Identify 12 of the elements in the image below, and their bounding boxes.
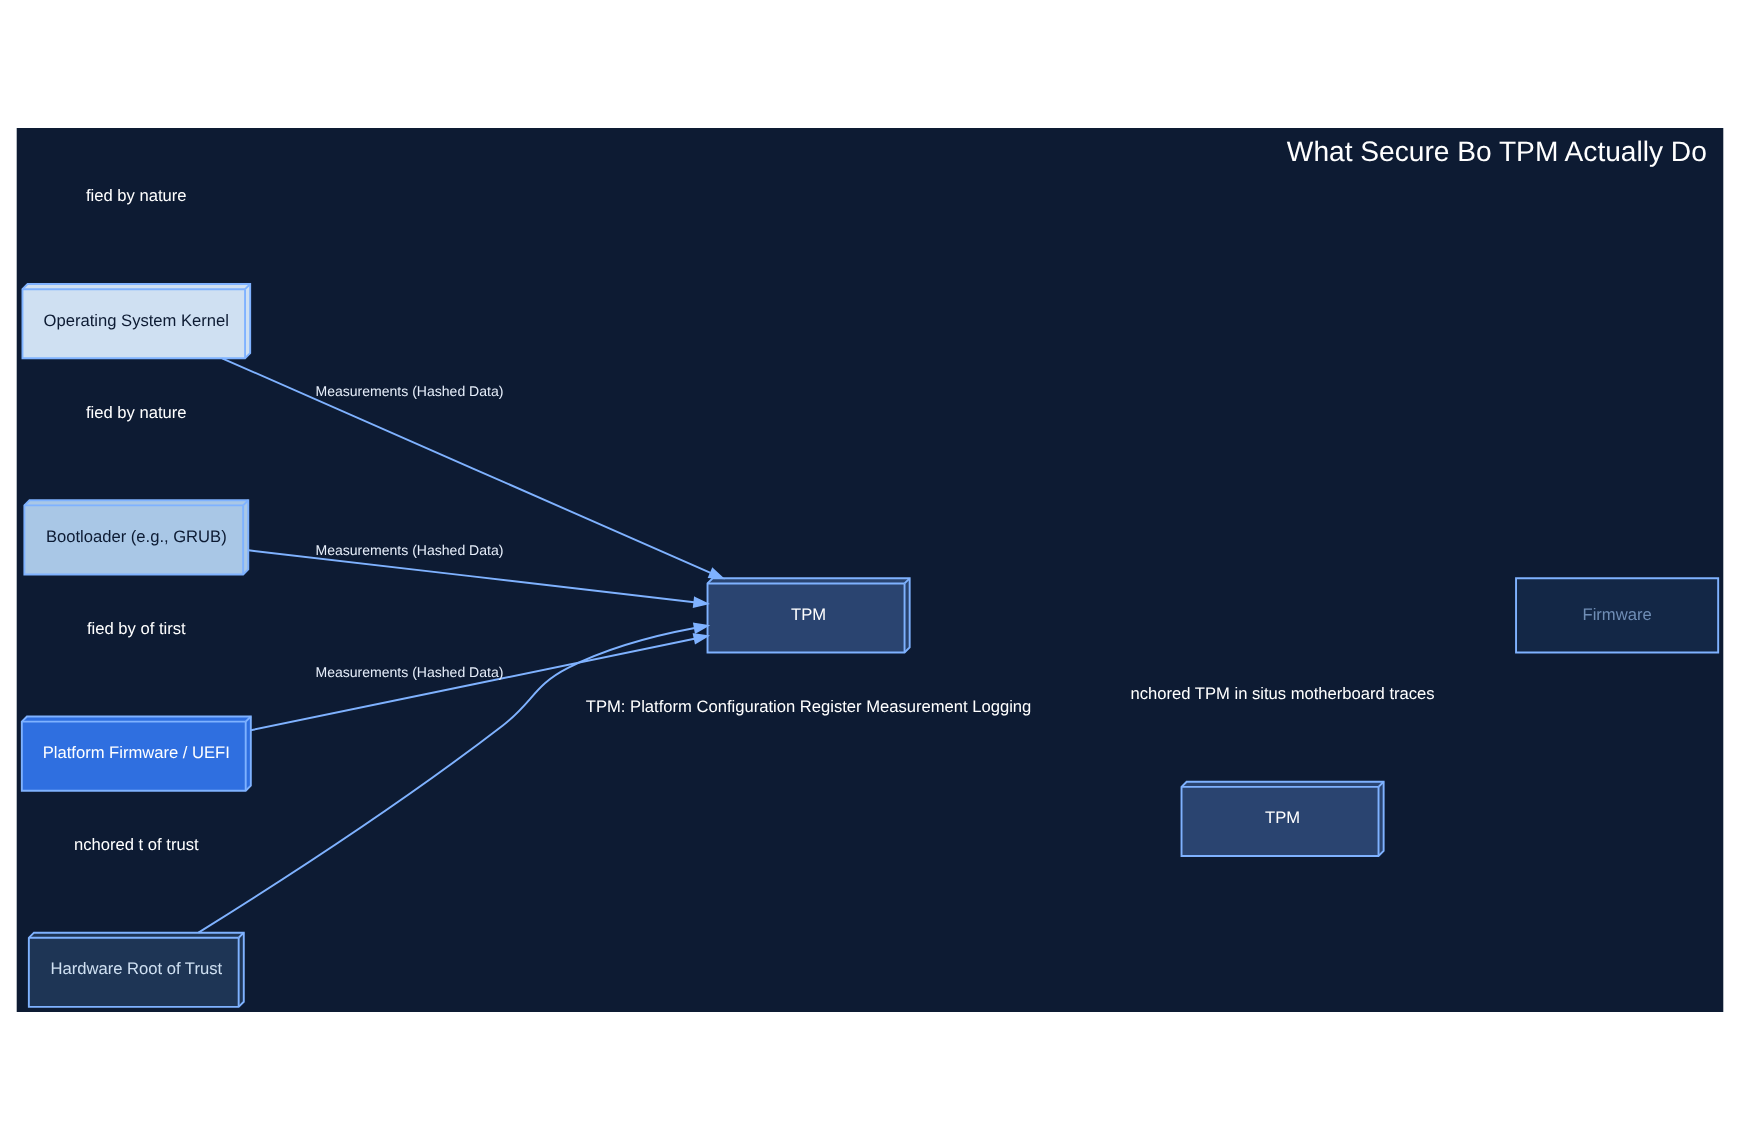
label: nchored TPM in situs motherboard traces: [1130, 683, 1435, 704]
arrow: [247, 549, 710, 608]
label: nchored t of trust: [74, 834, 199, 855]
node-box: Firmware: [1515, 577, 1720, 654]
label: fied by of tirst: [86, 617, 186, 638]
arrow: [221, 357, 726, 580]
label: fied by nature: [86, 185, 187, 206]
arrow: [197, 622, 711, 934]
arrow: [249, 633, 711, 732]
node-label: TPM: Platform Configuration Register Measurement Logging: [585, 695, 1032, 716]
label: fied by nature: [86, 401, 187, 422]
diagram-title: What Secure Bo TPM Actually Do: [1286, 134, 1707, 167]
